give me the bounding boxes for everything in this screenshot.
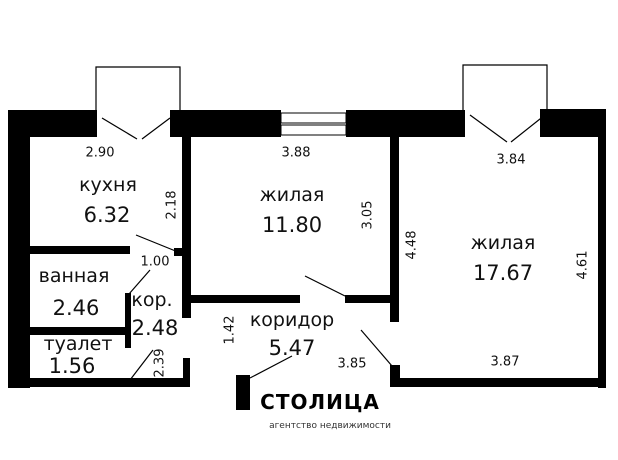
wall [8,110,30,388]
door-swing-toilet [129,349,154,381]
wall [390,137,399,322]
living2-area: 17.67 [472,261,534,285]
wall [30,246,130,254]
balcony-right [462,64,548,110]
bathroom-area: 2.46 [52,296,100,320]
hall-small-dim: 2.39 [152,348,168,378]
wall [390,365,400,387]
living2-width-bottom: 3.87 [490,354,520,370]
living1-label: жилая [259,184,325,206]
bathroom-dim: 1.00 [140,254,170,270]
living2-label: жилая [470,232,536,254]
door-swing-bathroom [128,269,151,295]
corridor-label: коридор [249,309,335,331]
bathroom-label: ванная [38,265,110,287]
wall [30,327,130,335]
wall [174,248,184,256]
kitchen-width: 2.90 [85,145,115,161]
wall [236,375,250,410]
corridor-area: 5.47 [268,336,316,360]
hall-small-area: 2.48 [131,316,179,340]
living2-depth: 4.61 [575,250,591,280]
door-swing-room-balcony [469,114,546,143]
door-swing-kitchen [135,234,179,253]
kitchen-area: 6.32 [83,203,131,227]
living1-area: 11.80 [261,213,323,237]
kitchen-depth: 2.18 [164,190,180,220]
corridor-depth: 1.42 [222,315,238,345]
watermark-subtitle: агентство недвижимости [269,421,391,431]
living2-width: 3.84 [496,152,526,168]
door-swing-room1 [304,275,346,297]
wall [8,378,183,387]
wall [170,110,281,137]
door-swing-entrance [249,355,293,379]
living1-width: 3.88 [281,145,311,161]
wall [183,295,300,303]
balcony-left [95,66,181,110]
door-swing-room2 [360,329,393,367]
kitchen-label: кухня [79,174,137,196]
wall [345,295,399,303]
living1-depth: 3.05 [360,200,376,230]
wall [390,378,606,387]
toilet-label: туалет [43,333,113,355]
door-swing-kitchen-balcony [101,117,171,140]
wall [540,109,606,137]
wall [182,137,191,318]
watermark-logo: СТОЛИЦА [260,390,380,414]
corridor-width: 3.85 [337,356,367,372]
living2-side: 4.48 [404,230,420,260]
wall [183,358,190,387]
wall [598,109,606,388]
wall [125,293,131,348]
toilet-area: 1.56 [48,354,96,378]
wall [346,110,465,137]
hall-small-label: кор. [131,289,173,311]
